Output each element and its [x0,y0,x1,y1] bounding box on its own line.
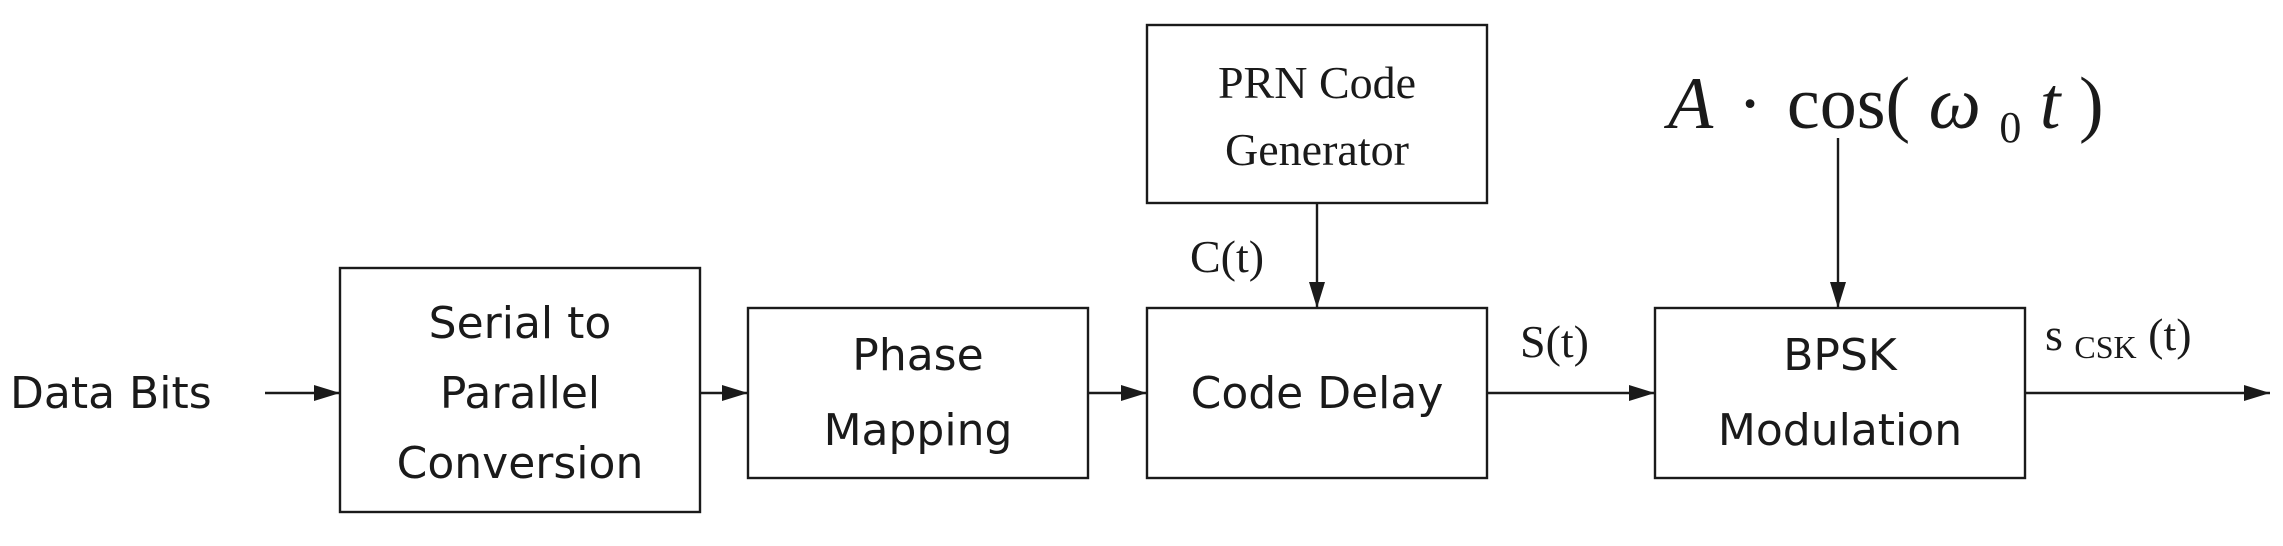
bpsk-line-2: Modulation [1718,405,1962,456]
block-serial-to-parallel: Serial to Parallel Conversion [338,266,702,514]
output-label-subscript: CSK [2074,329,2136,365]
input-label-data-bits: Data Bits [10,368,212,419]
block-phase-mapping: Phase Mapping [746,306,1090,480]
phase-mapping-line-2: Mapping [824,405,1013,456]
output-label-suffix: (t) [2148,309,2191,360]
carrier-amplitude: A [1663,63,1714,145]
signal-label-s-csk-t: s CSK (t) [2045,309,2192,368]
block-bpsk-modulation: BPSK Modulation [1653,306,2027,480]
prn-generator-line-1: PRN Code [1218,57,1416,108]
carrier-close: ) [2079,63,2104,145]
carrier-omega: ω [1929,63,1981,145]
signal-label-c-t: C(t) [1190,231,1264,282]
carrier-omega-subscript: 0 [1999,103,2021,152]
block-prn-code-generator: PRN Code Generator [1145,23,1489,205]
carrier-time: t [2040,63,2063,145]
output-label-base: s [2045,309,2063,360]
carrier-expression: A · cos( ω 0 t ) [1663,63,2104,159]
signal-label-s-t: S(t) [1520,316,1589,367]
serial-to-parallel-line-1: Serial to [429,298,612,349]
bpsk-line-1: BPSK [1783,330,1898,381]
carrier-cos: cos( [1787,63,1910,145]
phase-mapping-line-1: Phase [852,330,983,381]
serial-to-parallel-line-2: Parallel [440,368,600,419]
carrier-dot: · [1738,63,1763,145]
prn-generator-line-2: Generator [1225,124,1409,175]
serial-to-parallel-line-3: Conversion [397,438,644,489]
block-code-delay: Code Delay [1145,306,1489,480]
code-delay-label: Code Delay [1191,368,1444,419]
